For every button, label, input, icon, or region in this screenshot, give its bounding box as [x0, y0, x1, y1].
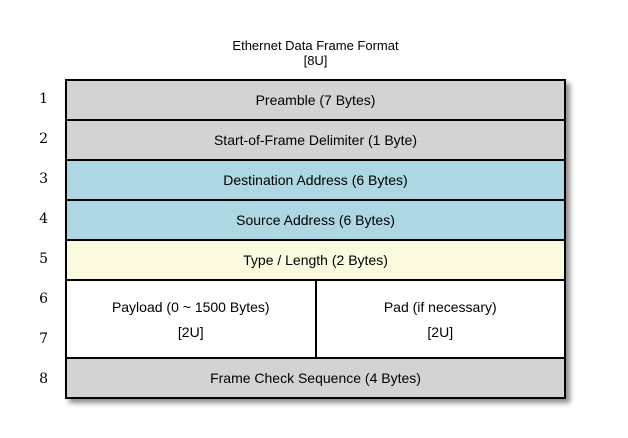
row-number-7: 7	[39, 331, 48, 347]
row-destination-label: Destination Address (6 Bytes)	[223, 172, 408, 188]
payload-units: [2U]	[177, 323, 204, 340]
row-frame-check-sequence: Frame Check Sequence (4 Bytes)	[67, 357, 564, 397]
pad-cell: Pad (if necessary) [2U]	[314, 281, 565, 357]
row-number-4: 4	[39, 211, 48, 227]
row-preamble-label: Preamble (7 Bytes)	[255, 92, 376, 108]
row-number-5: 5	[39, 251, 48, 267]
row-payload-pad: Payload (0 ~ 1500 Bytes) [2U] Pad (if ne…	[67, 279, 564, 357]
pad-units: [2U]	[427, 323, 454, 340]
row-number-1: 1	[39, 91, 48, 107]
diagram-title-text: Ethernet Data Frame Format	[232, 38, 399, 53]
row-number-8: 8	[39, 371, 48, 387]
row-destination-address: Destination Address (6 Bytes)	[67, 159, 564, 199]
row-type-length: Type / Length (2 Bytes)	[67, 239, 564, 279]
pad-label: Pad (if necessary)	[383, 298, 497, 315]
diagram-title: Ethernet Data Frame Format [8U]	[65, 38, 566, 68]
row-preamble: Preamble (7 Bytes)	[67, 81, 564, 119]
payload-label: Payload (0 ~ 1500 Bytes)	[111, 298, 270, 315]
diagram-title-units: [8U]	[303, 53, 328, 68]
row-number-3: 3	[39, 171, 48, 187]
row-source-address: Source Address (6 Bytes)	[67, 199, 564, 239]
row-fcs-label: Frame Check Sequence (4 Bytes)	[210, 370, 421, 386]
row-source-label: Source Address (6 Bytes)	[236, 212, 395, 228]
row-start-of-frame-delimiter: Start-of-Frame Delimiter (1 Byte)	[67, 119, 564, 159]
payload-cell: Payload (0 ~ 1500 Bytes) [2U]	[67, 281, 315, 357]
row-type-length-label: Type / Length (2 Bytes)	[243, 252, 388, 268]
row-number-column: 1 2 3 4 5 6 7 8	[0, 79, 57, 399]
row-number-2: 2	[39, 131, 48, 147]
row-sfd-label: Start-of-Frame Delimiter (1 Byte)	[213, 132, 418, 148]
frame-format-table: Preamble (7 Bytes) Start-of-Frame Delimi…	[65, 79, 566, 399]
row-number-6: 6	[39, 291, 48, 307]
